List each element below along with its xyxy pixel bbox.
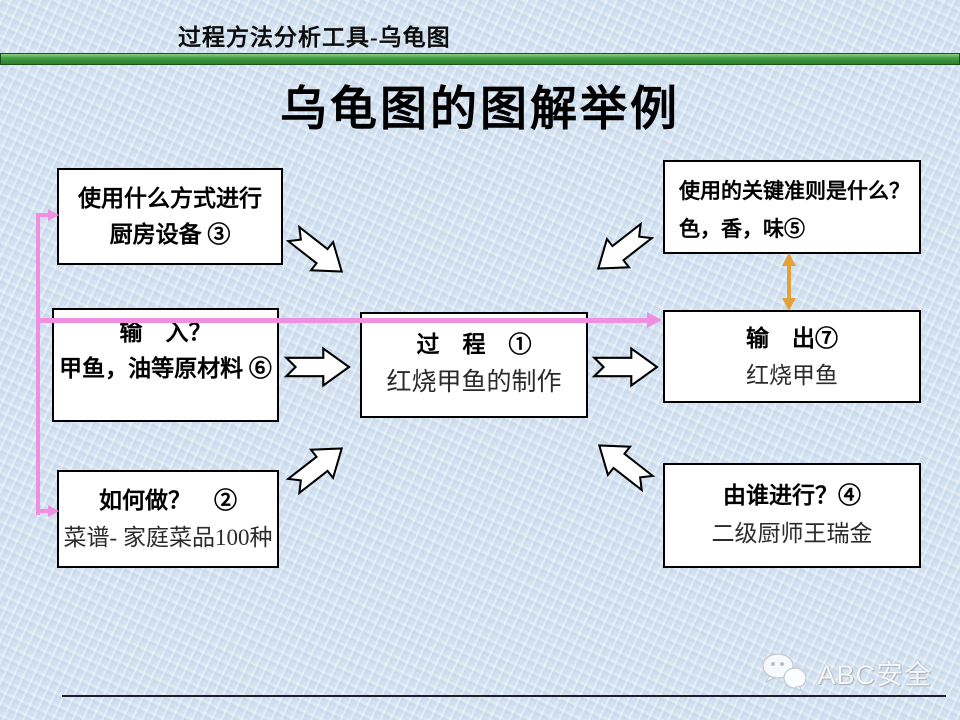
box-how-line1: 如何做？ ② (99, 488, 237, 513)
block-arrow-input-to-process-icon (283, 346, 351, 388)
box-input-line1: 输 入？ (119, 320, 212, 345)
box-who-line1: 由谁进行？④ (723, 483, 861, 508)
block-arrow-down-left-icon (596, 221, 655, 270)
pink-connector-branch-top (36, 213, 50, 217)
box-method-3: 使用什么方式进行 厨房设备 ③ (57, 168, 283, 265)
orange-arrowhead-up-icon (782, 253, 796, 266)
pink-arrowhead-how-icon (48, 505, 59, 517)
box-how-2: 如何做？ ② 菜谱- 家庭菜品100种 (57, 470, 279, 568)
pink-arrowhead-output-icon (647, 312, 662, 328)
box-input-6: 输 入？ 甲鱼，油等原材料 ⑥ (52, 308, 279, 422)
block-arrow-process-to-output-icon (591, 346, 659, 388)
block-arrow-down-right-icon (285, 224, 344, 273)
box-output-line1: 输 出⑦ (746, 326, 838, 351)
header-title: 过程方法分析工具-乌龟图 (178, 25, 451, 50)
pink-connector-branch-bottom (36, 509, 50, 513)
block-arrow-up-right-icon (285, 447, 344, 496)
box-method-line1: 使用什么方式进行 (78, 186, 262, 211)
box-criteria-line2: 色，香，味⑤ (679, 217, 805, 241)
wechat-icon (762, 653, 808, 692)
watermark-text: ABC安全 (817, 659, 932, 690)
box-process-1: 过 程 ① 红烧甲鱼的制作 (360, 312, 588, 418)
watermark: ABC安全 (759, 652, 932, 692)
box-output-line2: 红烧甲鱼 (746, 363, 838, 388)
box-process-line1: 过 程 ① (416, 332, 532, 357)
pink-arrowhead-method-icon (48, 209, 59, 221)
box-output-7: 输 出⑦ 红烧甲鱼 (663, 310, 921, 403)
orange-connector-line (787, 264, 791, 300)
box-input-line2: 甲鱼，油等原材料 ⑥ (59, 356, 272, 381)
box-process-line2: 红烧甲鱼的制作 (386, 369, 562, 396)
header-green-bar (0, 53, 960, 65)
bottom-divider (62, 695, 946, 697)
block-arrow-up-left-icon (597, 444, 656, 493)
box-method-line2: 厨房设备 ③ (109, 222, 231, 247)
pink-connector-main-line (36, 318, 648, 323)
page-title: 乌龟图的图解举例 (280, 84, 680, 136)
box-who-4: 由谁进行？④ 二级厨师王瑞金 (663, 463, 921, 568)
orange-arrowhead-down-icon (782, 298, 796, 311)
box-criteria-line1: 使用的关键准则是什么？ (679, 179, 910, 203)
box-how-line2: 菜谱- 家庭菜品100种 (63, 525, 273, 550)
box-who-line2: 二级厨师王瑞金 (711, 521, 873, 546)
pink-connector-spine (36, 213, 40, 515)
box-criteria-5: 使用的关键准则是什么？ 色，香，味⑤ (663, 160, 921, 254)
